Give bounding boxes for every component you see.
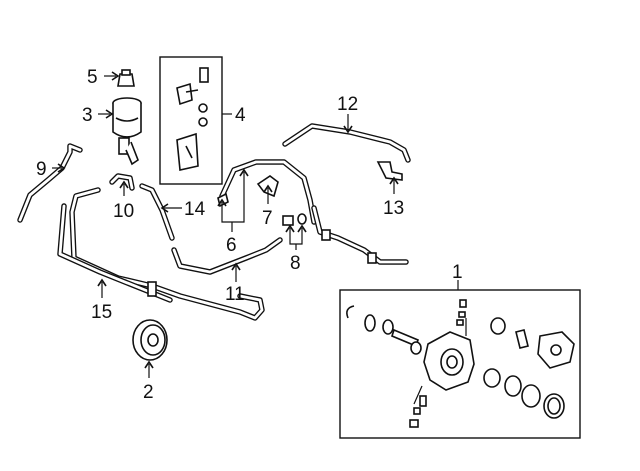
callout-15: 15 [91, 302, 112, 323]
part-14-hose [139, 183, 175, 241]
leader-lines [52, 71, 467, 405]
callout-6: 6 [226, 235, 237, 256]
callout-10: 10 [113, 201, 134, 222]
callout-3: 3 [82, 105, 93, 126]
callout-12: 12 [337, 94, 358, 115]
callout-1: 1 [452, 262, 463, 283]
callout-14: 14 [184, 199, 206, 220]
callout-9: 9 [36, 159, 47, 180]
part-8-switch [282, 213, 307, 226]
part-15-cooler-tube [57, 187, 265, 321]
part-1-pump-assembly [339, 289, 581, 439]
callout-13: 13 [383, 198, 404, 219]
part-5-reservoir-cap [117, 69, 135, 87]
part-3-reservoir [112, 97, 142, 166]
part-11-return-tube [171, 237, 283, 275]
callout-5: 5 [87, 67, 98, 88]
part-2-pulley [132, 319, 168, 361]
callout-4: 4 [235, 105, 246, 126]
callouts: 5 3 4 9 10 14 15 2 11 6 7 8 12 13 1 [36, 67, 463, 403]
callout-7: 7 [262, 208, 273, 229]
part-4-bracket-kit [159, 56, 223, 185]
part-13-clamp [376, 161, 403, 181]
part-10-elbow-hose [109, 173, 135, 191]
callout-8: 8 [290, 253, 301, 274]
callout-11: 11 [225, 284, 245, 305]
callout-2: 2 [143, 382, 154, 403]
part-12-pipe [282, 123, 411, 265]
